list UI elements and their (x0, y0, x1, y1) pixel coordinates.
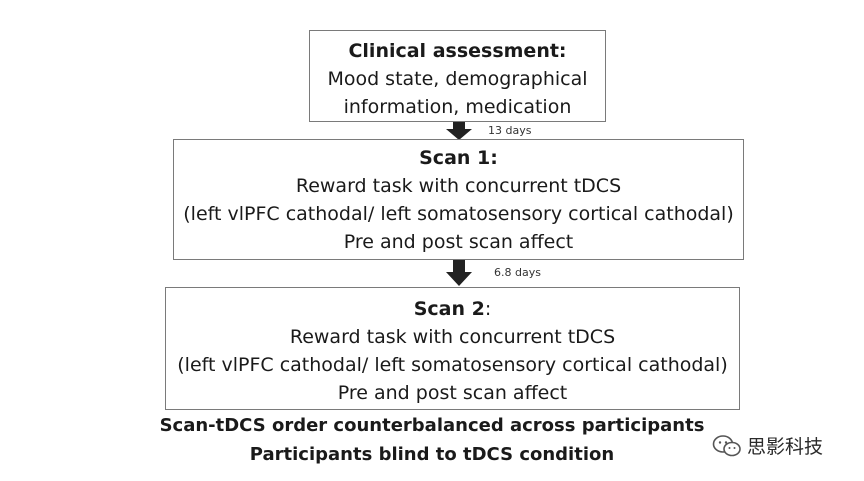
interval-label-1: 13 days (488, 124, 532, 137)
down-arrow-icon (446, 260, 472, 286)
counterbalance-note: Scan-tDCS order counterbalanced across p… (159, 415, 705, 436)
scan-1-line-1: Reward task with concurrent tDCS (295, 175, 622, 197)
scan-2-line-2: (left vlPFC cathodal/ left somatosensory… (177, 354, 728, 376)
scan-2-box: Scan 2: Reward task with concurrent tDCS… (165, 287, 740, 410)
scan-1-heading: Scan 1: (419, 147, 498, 169)
clinical-assessment-heading: Clinical assessment: (348, 40, 567, 62)
interval-label-2: 6.8 days (494, 266, 541, 279)
blinding-note: Participants blind to tDCS condition (249, 444, 615, 465)
clinical-assessment-line-2: information, medication (343, 96, 572, 118)
scan-2-heading: Scan 2 (413, 298, 485, 320)
scan-2-line-1: Reward task with concurrent tDCS (289, 326, 616, 348)
scan-1-box: Scan 1: Reward task with concurrent tDCS… (173, 139, 744, 260)
scan-2-heading-colon: : (484, 298, 492, 320)
clinical-assessment-line-1: Mood state, demographical (327, 68, 588, 90)
wechat-icon (712, 434, 742, 458)
watermark: 思影科技 (712, 432, 823, 459)
scan-1-line-2: (left vlPFC cathodal/ left somatosensory… (183, 203, 734, 225)
scan-2-heading-row: Scan 2: (166, 295, 739, 323)
watermark-text: 思影科技 (747, 436, 824, 458)
scan-1-line-3: Pre and post scan affect (343, 231, 574, 253)
scan-2-line-3: Pre and post scan affect (337, 382, 568, 404)
clinical-assessment-box: Clinical assessment: Mood state, demogra… (309, 30, 606, 122)
down-arrow-icon (446, 122, 472, 140)
